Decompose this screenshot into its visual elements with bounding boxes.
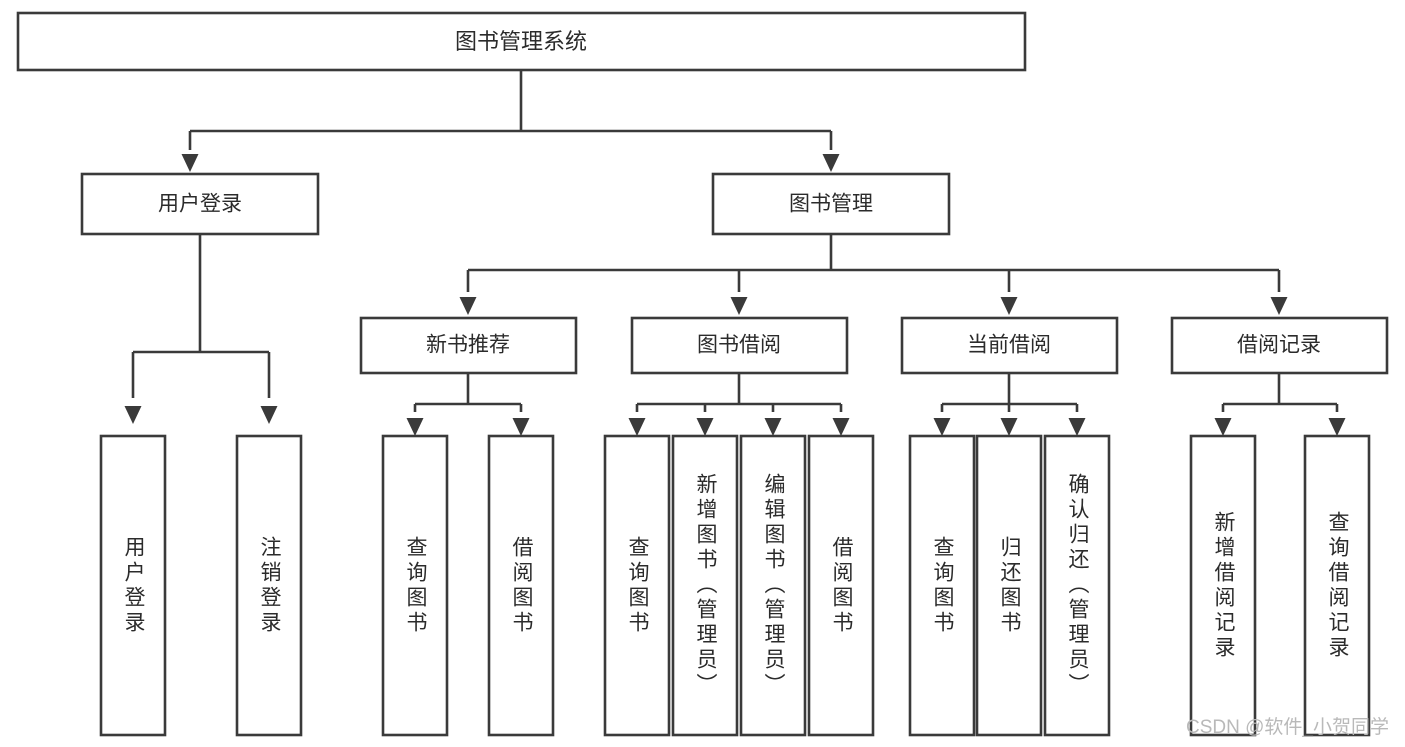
leaf-current-confirm[interactable] — [1043, 434, 1111, 737]
node-book-borrow-label: 图书借阅 — [697, 334, 781, 357]
connector-root-to-level2 — [181, 70, 840, 172]
connector-userlogin-to-leaves — [124, 234, 278, 424]
node-book-borrow[interactable]: 图书借阅 — [630, 316, 849, 375]
node-new-book-recommend-label: 新书推荐 — [426, 334, 510, 357]
leaf-user-login-signout[interactable] — [235, 434, 303, 737]
node-borrow-records-label: 借阅记录 — [1237, 334, 1321, 357]
node-borrow-records[interactable]: 借阅记录 — [1170, 316, 1389, 375]
node-root-label: 图书管理系统 — [455, 29, 587, 54]
node-current-borrow[interactable]: 当前借阅 — [900, 316, 1119, 375]
connector-records-to-leaves — [1214, 373, 1346, 436]
node-book-management-label: 图书管理 — [789, 193, 873, 216]
node-current-borrow-label: 当前借阅 — [967, 334, 1051, 357]
leaf-records-query[interactable] — [1303, 434, 1371, 737]
node-book-management[interactable]: 图书管理 — [711, 172, 951, 236]
connector-newbook-to-leaves — [406, 373, 530, 436]
leaf-borrow-edit[interactable] — [739, 434, 807, 737]
node-new-book-recommend[interactable]: 新书推荐 — [359, 316, 578, 375]
leaf-current-return[interactable] — [975, 434, 1043, 737]
leaf-borrow-lend[interactable] — [807, 434, 875, 737]
leaf-records-add[interactable] — [1189, 434, 1257, 737]
leaf-user-login-signin[interactable] — [99, 434, 167, 737]
leaf-current-query[interactable] — [908, 434, 976, 737]
node-user-login[interactable]: 用户登录 — [80, 172, 320, 236]
leaf-borrow-query[interactable] — [603, 434, 671, 737]
connector-borrow-to-leaves — [628, 373, 850, 436]
leaf-newbook-query[interactable] — [381, 434, 449, 737]
leaf-borrow-add[interactable] — [671, 434, 739, 737]
connector-current-to-leaves — [933, 373, 1086, 436]
node-user-login-label: 用户登录 — [158, 193, 242, 216]
connector-bookmgmt-to-level3 — [459, 234, 1288, 315]
node-root[interactable]: 图书管理系统 — [16, 11, 1027, 72]
leaf-newbook-borrow[interactable] — [487, 434, 555, 737]
